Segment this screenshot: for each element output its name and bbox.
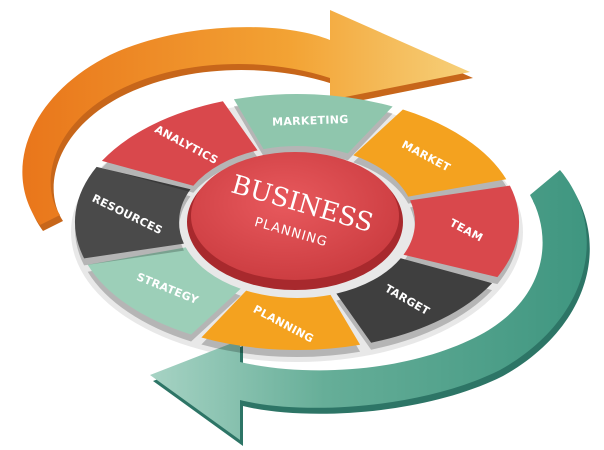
- segment-shape: [87, 247, 241, 335]
- segment-market: MARKET: [353, 109, 507, 204]
- segment-shape: [353, 109, 507, 197]
- segment-strategy: STRATEGY: [87, 247, 241, 342]
- segment-shape: [201, 290, 361, 350]
- segment-analytics: ANALYTICS: [101, 101, 258, 193]
- segment-shape: [233, 94, 393, 154]
- segment-marketing: MARKETING: [233, 94, 393, 161]
- segment-shape: [336, 258, 493, 343]
- segment-shape: [403, 185, 520, 278]
- segment-resources: RESOURCES: [74, 166, 191, 266]
- segment-planning: PLANNING: [201, 290, 361, 357]
- segment-team: TEAM: [403, 185, 520, 285]
- segment-target: TARGET: [336, 258, 493, 350]
- segment-shape: [101, 101, 258, 186]
- orange-cycle-arrow-icon: [22, 10, 474, 231]
- segment-shape: [74, 166, 191, 259]
- segment-label: MARKETING: [272, 113, 349, 129]
- wheel-segments: MARKETINGMARKETTEAMTARGETPLANNINGSTRATEG…: [74, 94, 520, 357]
- center-hub: BUSINESS PLANNING: [187, 152, 403, 290]
- teal-cycle-arrow-icon: [150, 170, 590, 446]
